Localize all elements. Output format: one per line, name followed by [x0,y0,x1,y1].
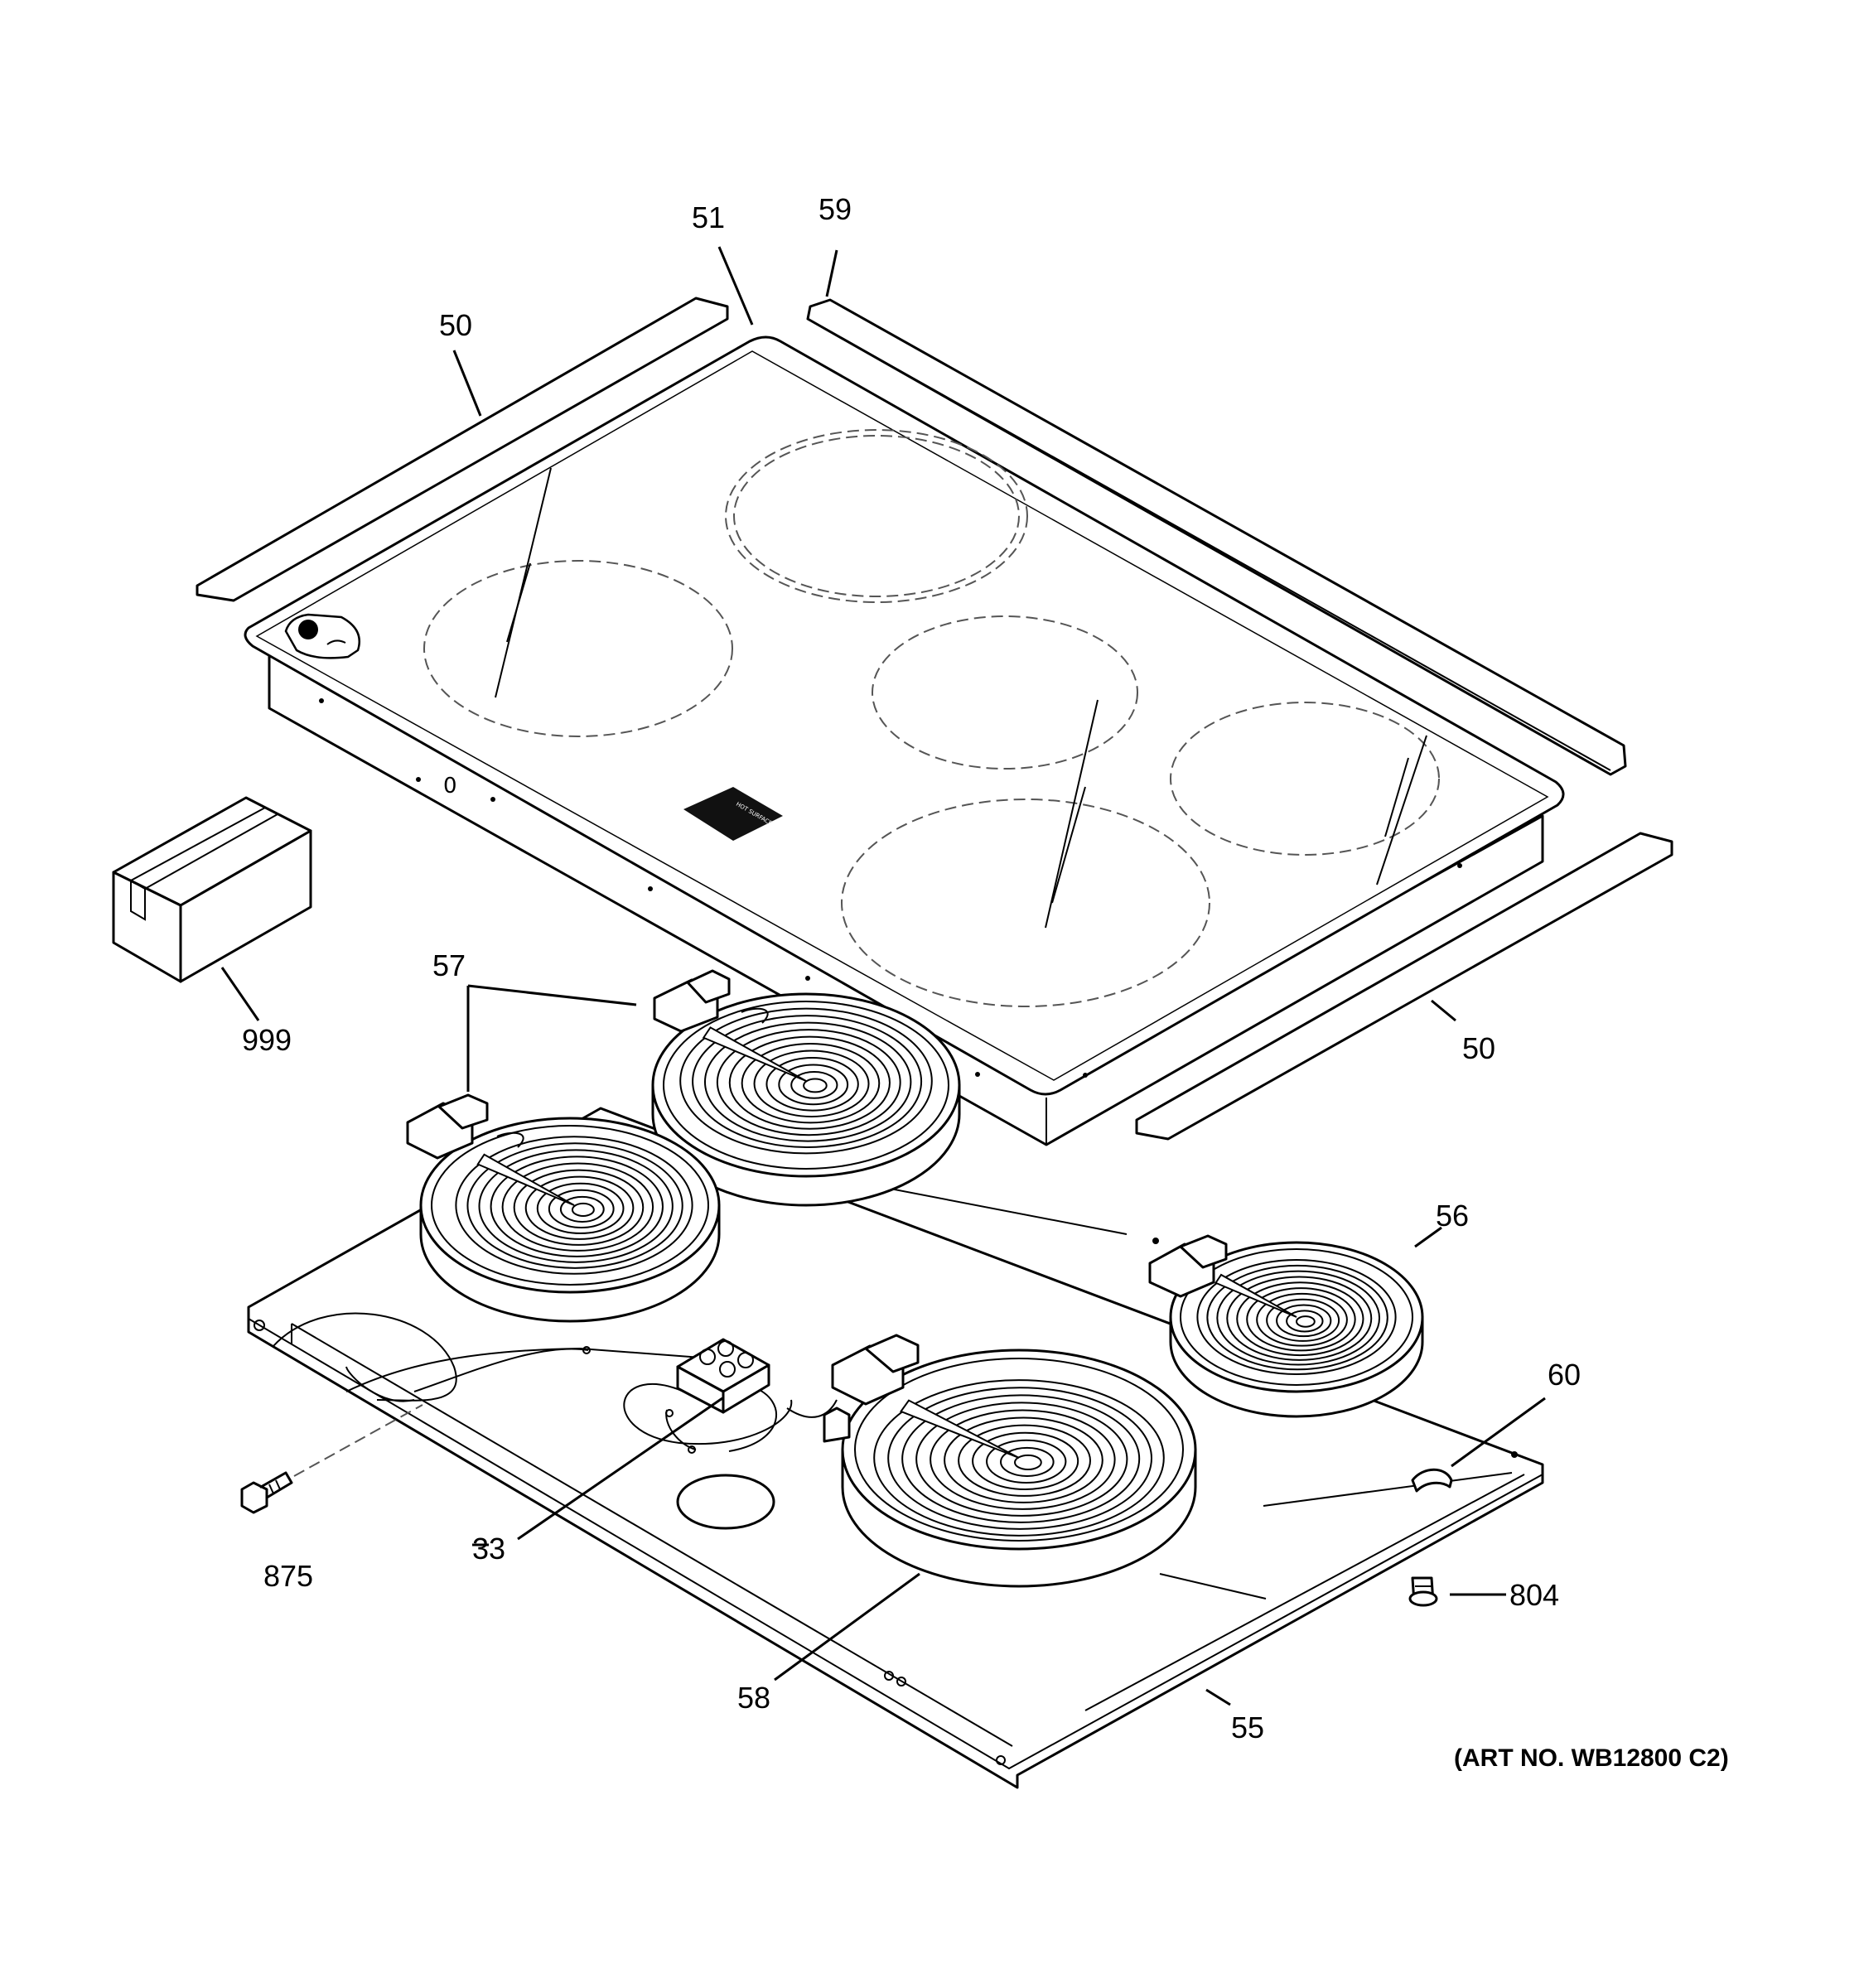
trim-strip-right-50 [1135,832,1673,1141]
coil-ring [753,1049,870,1117]
coil-ring [986,1439,1067,1484]
coil-rings [679,1007,933,1155]
callout-33: 33 [472,1532,505,1566]
coil-ring [466,1142,683,1269]
callout-60: 60 [1548,1358,1581,1392]
art-number-label: (ART NO. WB12800 C2) [1454,1744,1729,1772]
coil-ring [1296,1315,1316,1328]
coil-ring [501,1162,654,1252]
limiter-rod [702,1026,807,1082]
callout-50-right: 50 [1462,1031,1495,1065]
coil-ring [1216,1270,1381,1366]
limiter-rod [1214,1273,1297,1318]
coil-ring [716,1029,901,1136]
limiter-rod [476,1153,575,1206]
coil-ring [1000,1446,1055,1477]
coil-rings [873,1379,1165,1537]
coil-ring [803,1078,828,1093]
coil-ring [455,1136,693,1275]
callout-58: 58 [737,1681,770,1715]
radiant-burner-56 [1148,1234,1424,1418]
terminal-block-33 [676,1338,770,1414]
coil-ring [548,1189,615,1228]
radiant-burner-57-rear [651,969,961,1207]
coil-ring [1246,1287,1356,1352]
screw-804 [1408,1576,1438,1607]
coil-ring [901,1394,1141,1523]
coil-ring [930,1409,1116,1510]
callout-50-left: 50 [439,308,472,342]
callout-999: 999 [242,1023,292,1057]
radiant-burner-58 [823,1334,1197,1588]
coil-ring [790,1071,838,1099]
coil-ring [478,1149,674,1263]
callout-804: 804 [1509,1578,1559,1612]
coil-ring [513,1169,645,1246]
screw-875 [240,1471,293,1514]
trim-strip-left-50 [196,297,729,602]
callout-51: 51 [692,200,725,234]
radiant-burner-57-front [406,1093,721,1323]
parts-box-999 [112,796,312,983]
coil-ring [1236,1281,1364,1357]
coil-ring [1286,1310,1324,1333]
coil-rings [455,1136,693,1275]
coil-ring [944,1416,1103,1503]
coil-ring [559,1195,605,1223]
coil-ring [1014,1454,1042,1470]
coil-ring [887,1387,1153,1530]
coil-ring [536,1182,625,1234]
coil-ring [765,1057,859,1112]
coil-ring [1256,1292,1348,1347]
coil-ring [972,1431,1079,1490]
callout-56: 56 [1436,1199,1469,1233]
callout-55: 55 [1231,1711,1264,1744]
callout-875: 875 [263,1559,313,1593]
clip-60 [1411,1468,1453,1493]
leader-lines [220,246,1546,1706]
coil-rings [1196,1259,1397,1375]
svg-text:0: 0 [443,774,457,799]
coil-ring [741,1043,881,1124]
coil-ring [1196,1259,1397,1375]
trim-strip-rear-59 [806,298,1627,776]
coil-ring [778,1064,849,1106]
coil-ring [1276,1304,1332,1338]
brand-logo-badge [284,613,360,659]
coil-ring [679,1007,933,1155]
coil-ring [1266,1298,1340,1342]
coil-ring [915,1402,1128,1517]
coil-ring [490,1156,664,1257]
coil-ring [524,1175,635,1240]
callout-57: 57 [432,948,466,982]
coil-ring [873,1379,1165,1537]
coil-ring [1206,1264,1388,1371]
limiter-rod [899,1399,1020,1459]
coil-ring [692,1015,923,1148]
coil-ring [571,1202,595,1217]
coil-ring [728,1035,891,1130]
coil-ring [958,1424,1091,1497]
callout-59: 59 [819,192,852,226]
coil-ring [703,1021,912,1142]
glass-cooktop-51: HOT SURFACE 0 [244,335,1565,1146]
coil-ring [1226,1276,1373,1361]
